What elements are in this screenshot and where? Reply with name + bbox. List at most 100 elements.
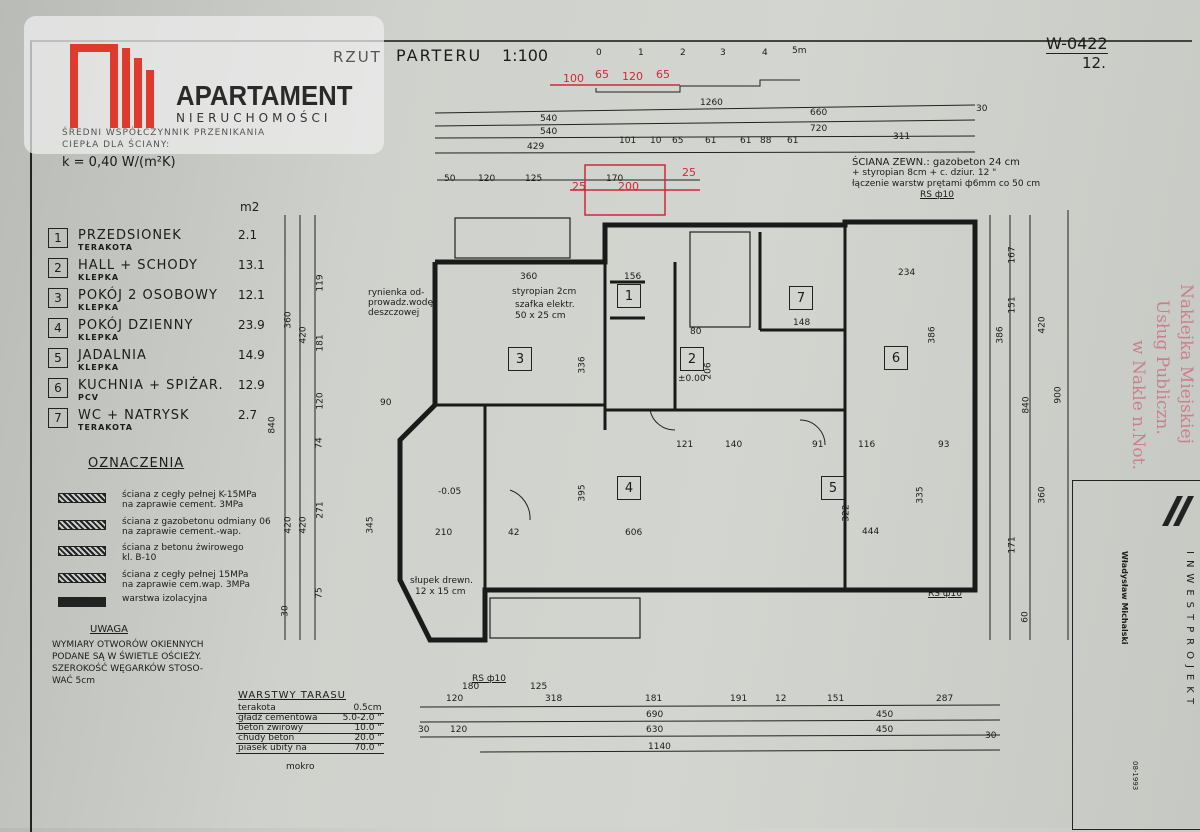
room-area: 14.9 <box>238 348 265 362</box>
dimension: 74 <box>314 437 325 449</box>
red-dimension: 25 <box>572 180 586 193</box>
dimension: 12 <box>775 694 787 704</box>
marking-text: ściana z betonu żwirowego <box>122 543 244 553</box>
note-line: WYMIARY OTWORÓW OKIENNYCH <box>52 640 204 650</box>
dimension: 181 <box>645 694 663 704</box>
sheet-number: W-0422 <box>1046 34 1108 54</box>
dimension: 420 <box>283 516 294 534</box>
dimension: 660 <box>810 108 828 118</box>
room-marker-7: 7 <box>789 286 813 310</box>
dimension: 181 <box>315 334 326 352</box>
dimension-lines <box>284 79 1069 753</box>
dimension: 191 <box>730 694 748 704</box>
wall-note-3: łączenie warstw prętami ф6mm co 50 cm <box>852 179 1041 189</box>
plan-label: -0.05 <box>438 487 462 497</box>
dimension: 91 <box>812 440 824 450</box>
dimension: 156 <box>624 272 642 282</box>
dimension: 360 <box>283 311 294 329</box>
dimension: 429 <box>527 142 545 152</box>
logo-subtitle: NIERUCHOMOŚCI <box>176 111 332 125</box>
dimension: 75 <box>314 587 325 599</box>
red-dimension: 200 <box>618 180 639 193</box>
dimension: 840 <box>267 416 278 434</box>
plan-label: słupek drewn. <box>410 576 473 586</box>
room-floor: KLEPKA <box>78 303 120 312</box>
room-floor: TERAKOTA <box>78 423 133 432</box>
inner-walls <box>435 222 847 590</box>
room-number: 7 <box>48 408 68 428</box>
door-swings <box>509 409 826 521</box>
title-prefix: RZUT <box>333 48 382 66</box>
room-area: 12.9 <box>238 378 265 392</box>
logo-name: APARTAMENT <box>176 80 353 111</box>
room-floor: TERAKOTA <box>78 243 133 252</box>
layer-name: beton żwirowy <box>236 723 320 734</box>
plan-label: szafka elektr. <box>515 300 575 310</box>
dimension: 318 <box>545 694 563 704</box>
dimension: 30 <box>418 725 430 735</box>
room-name: KUCHNIA + SPIŻAR. <box>78 378 224 393</box>
room-area: 23.9 <box>238 318 265 332</box>
dimension: 170 <box>606 174 624 184</box>
dimension: 606 <box>625 528 643 538</box>
scale-tick: 0 <box>596 48 602 58</box>
room-marker-1: 1 <box>617 284 641 308</box>
red-dimension: 120 <box>622 70 643 83</box>
dimension: 60 <box>1020 611 1031 623</box>
thermal-value: k = 0,40 W/(m²K) <box>62 155 176 170</box>
plan-label: RS ф10 <box>928 589 962 599</box>
dimension: 42 <box>508 528 520 538</box>
dimension: 322 <box>841 504 852 522</box>
sheet-subnumber: 12. <box>1082 54 1106 72</box>
dimension: 900 <box>1053 386 1064 404</box>
dimension: 151 <box>1007 296 1018 314</box>
room-number: 6 <box>48 378 68 398</box>
dimension: 30 <box>976 104 988 114</box>
dimension: 30 <box>985 731 997 741</box>
logo-bars-icon <box>70 44 154 128</box>
room-name: PRZEDSIONEK <box>78 228 182 243</box>
dimension: 140 <box>725 440 743 450</box>
marking-item: warstwa izolacyjna <box>58 594 207 607</box>
dimension: 206 <box>703 362 714 380</box>
dimension: 450 <box>876 710 894 720</box>
dimension: 65 <box>672 136 684 146</box>
marking-text: ściana z gazobetonu odmiany 06 <box>122 517 271 527</box>
outer-walls <box>397 219 978 643</box>
stair-treads <box>454 217 751 639</box>
dimension: 125 <box>525 174 543 184</box>
layer-name: chudy beton <box>236 733 320 744</box>
scale-tick: 4 <box>762 48 768 58</box>
note-line: SZEROKOŚĆ WĘGARKÓW STOSO- <box>52 664 204 674</box>
company-logo-icon <box>1162 496 1194 526</box>
room-marker-6: 6 <box>884 346 908 370</box>
dimension: 50 <box>444 174 456 184</box>
dimension: 180 <box>462 682 480 692</box>
plan-scale: 1:100 <box>502 46 549 65</box>
wall-note-rs: RS ф10 <box>920 190 954 200</box>
hatch-swatch <box>58 573 106 583</box>
dimension: 386 <box>995 326 1006 344</box>
layer-thickness: 5.0-2.0 " <box>319 713 384 724</box>
marking-text: na zaprawie cement. 3MPa <box>122 500 244 510</box>
red-dimension: 65 <box>656 68 670 81</box>
dimension: 1140 <box>648 742 671 752</box>
title-date: 08-1993 <box>1131 761 1139 791</box>
room-name: WC + NATRYSK <box>78 408 190 423</box>
dimension: 61 <box>740 136 752 146</box>
layer-name: piasek ubity na <box>236 743 320 754</box>
scale-tick: 1 <box>638 48 644 58</box>
room-name: JADALNIA <box>78 348 147 363</box>
insulation-swatch <box>58 597 106 607</box>
dimension: 540 <box>540 114 558 124</box>
room-number: 1 <box>48 228 68 248</box>
dimension: 125 <box>530 682 548 692</box>
room-number: 5 <box>48 348 68 368</box>
plan-label: prowadz.wodę <box>368 298 434 308</box>
